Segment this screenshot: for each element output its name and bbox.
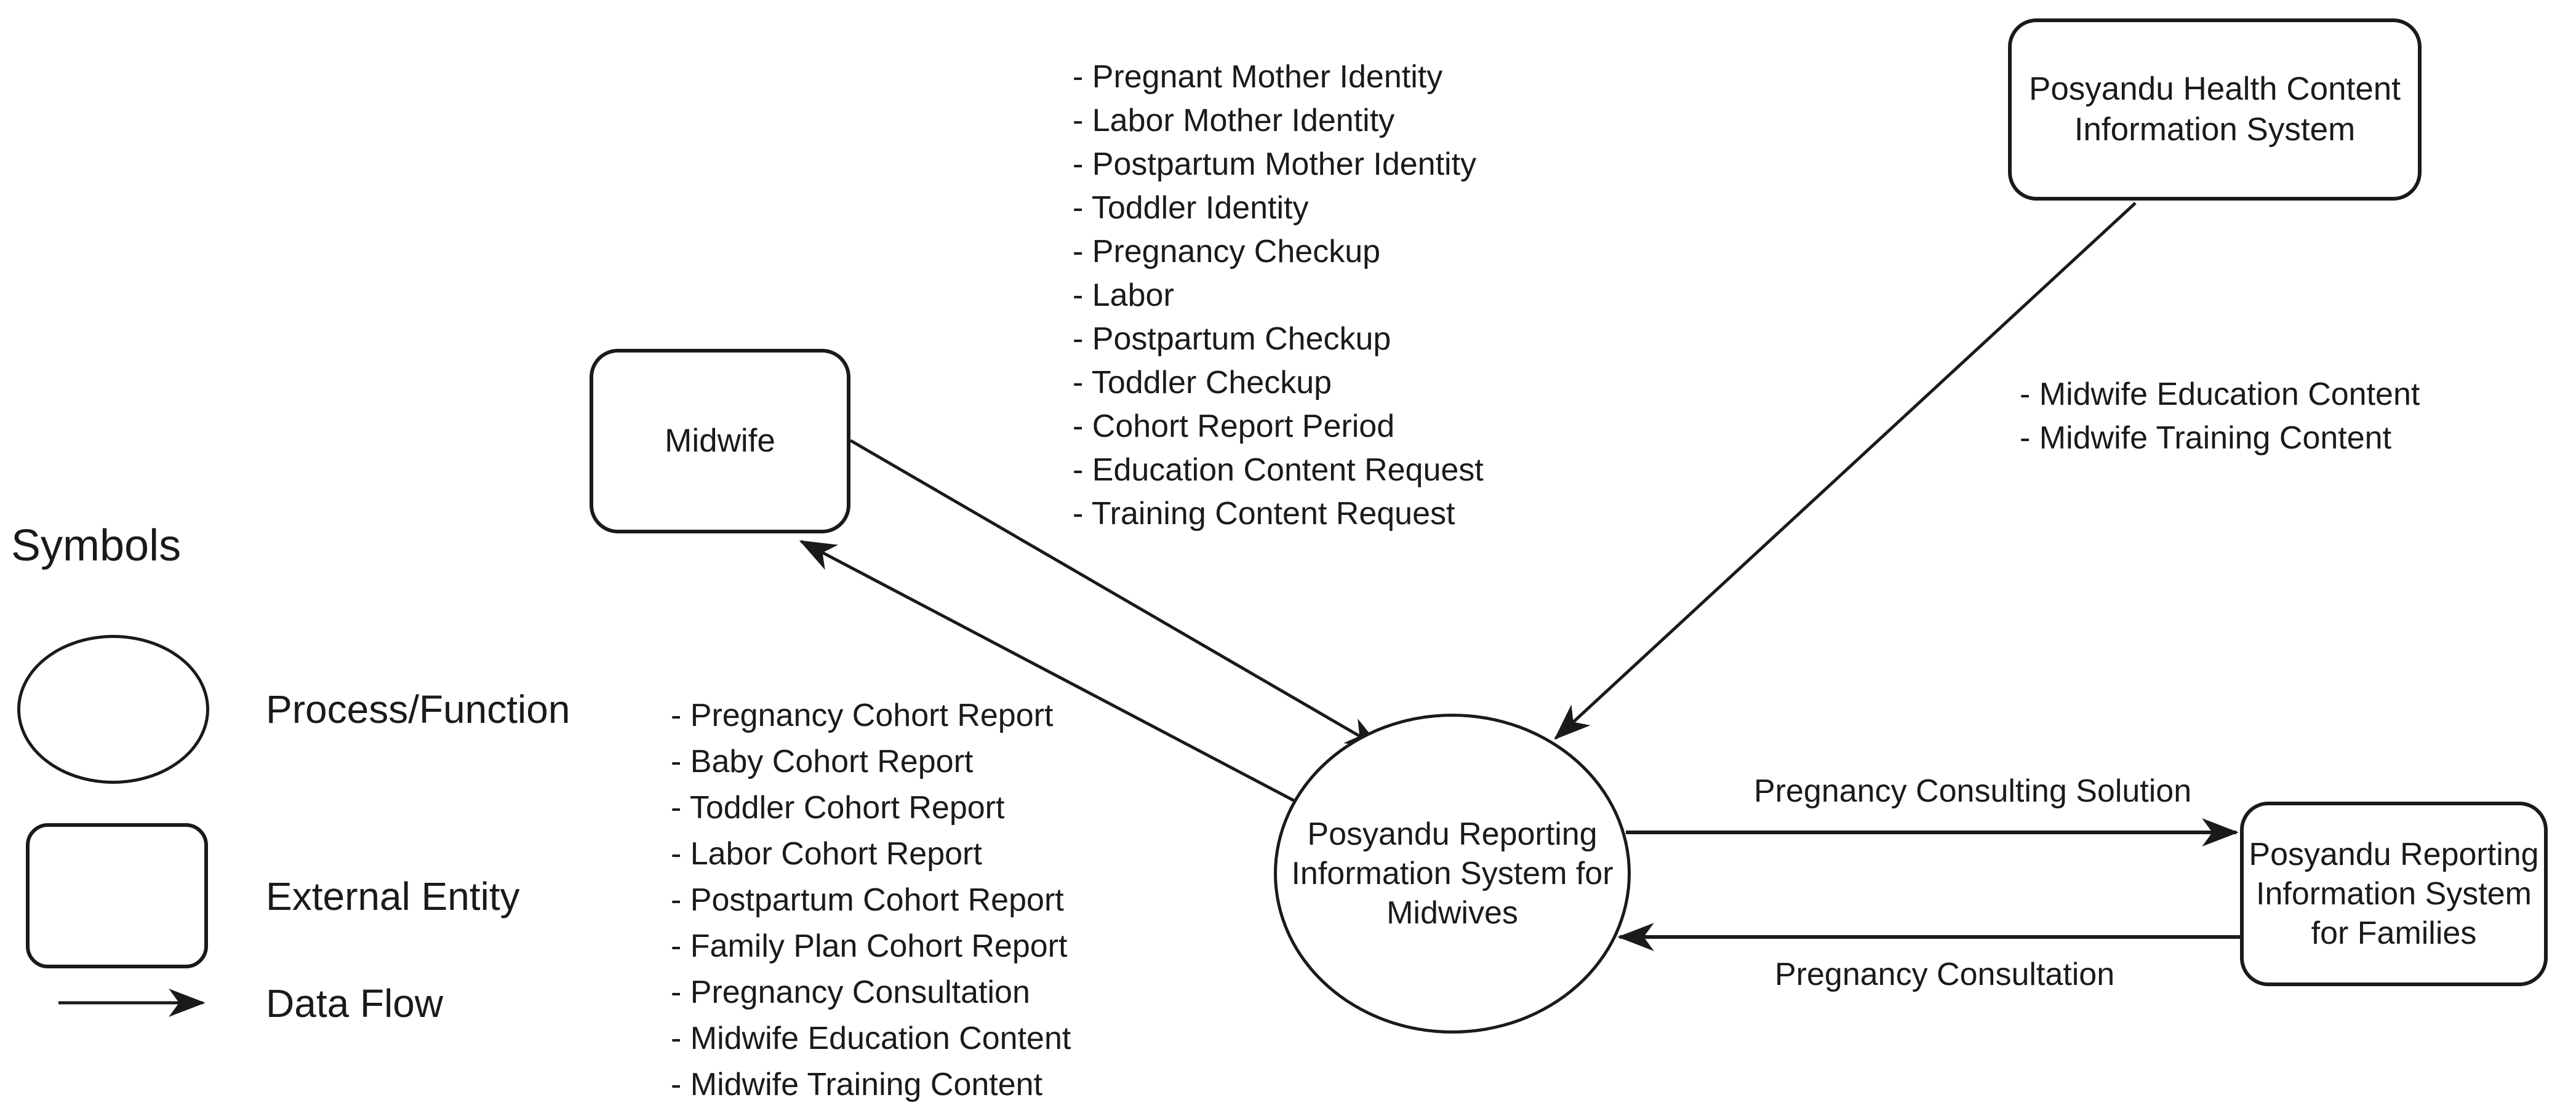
- legend-label-data-flow: Data Flow: [266, 981, 444, 1026]
- flow-list-health-to-system: - Midwife Education Content - Midwife Tra…: [2020, 373, 2420, 460]
- flow-item: - Midwife Training Content: [2020, 420, 2392, 456]
- flow-item: - Pregnancy Checkup: [1073, 234, 1381, 269]
- flow-item: - Postpartum Cohort Report: [671, 882, 1064, 918]
- flow-arrow-midwife-to-system: [849, 439, 1383, 750]
- node-midwife: Midwife: [590, 349, 850, 533]
- flow-item: - Pregnancy Cohort Report: [671, 698, 1054, 733]
- flow-item: - Training Content Request: [1073, 496, 1455, 532]
- flow-item: - Toddler Checkup: [1073, 365, 1332, 401]
- node-reporting-system-midwives: Posyandu Reporting Information System fo…: [1274, 714, 1631, 1034]
- flow-arrow-health-to-system: [1554, 202, 2137, 740]
- flow-label-pregnancy-consultation: Pregnancy Consultation: [1775, 957, 2115, 992]
- flow-item: - Toddler Identity: [1073, 190, 1309, 226]
- node-health-content-system: Posyandu Health Content Information Syst…: [2008, 18, 2422, 201]
- node-health-content-system-label: Posyandu Health Content Information Syst…: [2028, 71, 2401, 148]
- node-midwife-label: Midwife: [665, 423, 775, 459]
- flow-item: - Toddler Cohort Report: [671, 790, 1005, 826]
- flow-item: - Midwife Training Content: [671, 1067, 1043, 1102]
- flow-item: - Pregnancy Consultation: [671, 974, 1030, 1010]
- external-entity-symbol: [26, 823, 208, 968]
- process-symbol: [17, 635, 209, 784]
- node-reporting-system-midwives-label: Posyandu Reporting Information System fo…: [1291, 816, 1614, 931]
- flow-arrow-system-to-midwife: [799, 540, 1308, 809]
- flow-item: - Baby Cohort Report: [671, 744, 974, 779]
- flow-item: - Labor Cohort Report: [671, 836, 982, 872]
- flow-item: - Labor Mother Identity: [1073, 103, 1395, 138]
- flow-item: - Midwife Education Content: [671, 1021, 1071, 1056]
- flow-item: - Education Content Request: [1073, 452, 1484, 488]
- node-reporting-system-families: Posyandu Reporting Information System fo…: [2240, 802, 2548, 986]
- legend-label-external-entity: External Entity: [266, 874, 520, 919]
- flow-item: - Cohort Report Period: [1073, 409, 1395, 444]
- flow-item: - Labor: [1073, 277, 1174, 313]
- node-reporting-system-families-label: Posyandu Reporting Information System fo…: [2249, 837, 2539, 951]
- flow-item: - Family Plan Cohort Report: [671, 928, 1068, 964]
- flow-item: - Postpartum Checkup: [1073, 321, 1391, 357]
- flow-list-system-to-midwife: - Pregnancy Cohort Report - Baby Cohort R…: [671, 693, 1071, 1108]
- flow-item: - Postpartum Mother Identity: [1073, 146, 1477, 182]
- flow-item: - Midwife Education Content: [2020, 377, 2420, 412]
- legend-title: Symbols: [11, 521, 182, 570]
- flow-item: - Pregnant Mother Identity: [1073, 59, 1443, 95]
- flow-label-pregnancy-consulting-solution: Pregnancy Consulting Solution: [1754, 773, 2192, 809]
- legend-label-process: Process/Function: [266, 687, 570, 731]
- flow-list-midwife-to-system: - Pregnant Mother Identity - Labor Mother…: [1073, 55, 1484, 536]
